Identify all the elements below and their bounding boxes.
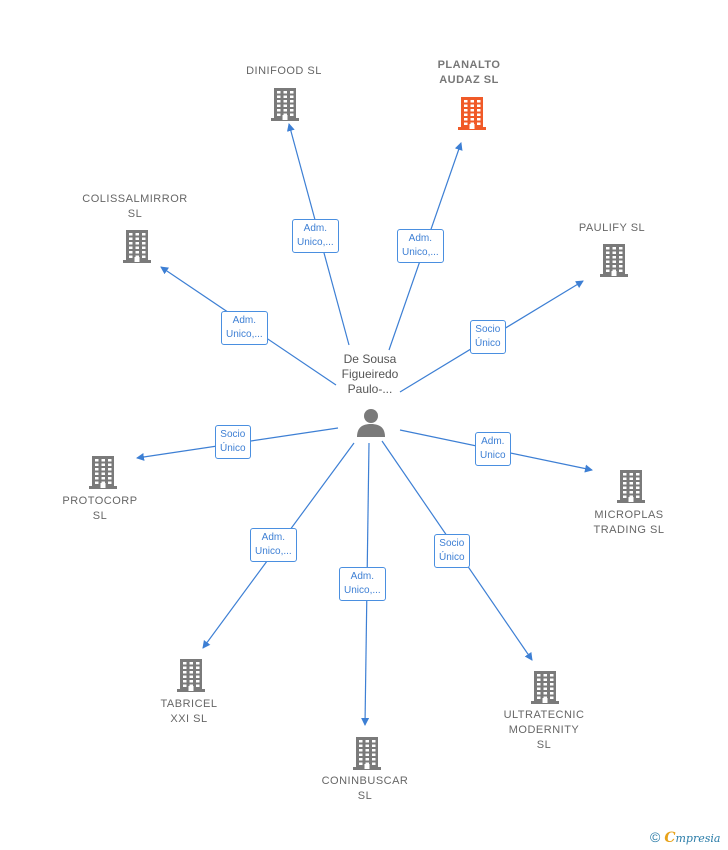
brand-name: mpresia	[675, 832, 721, 845]
company-label-colissalmirror[interactable]: COLISSALMIRROR SL	[82, 193, 188, 220]
edge-label-dinifood[interactable]: Adm. Unico,...	[292, 219, 339, 253]
person-icon[interactable]	[355, 406, 387, 438]
company-label-ultratecnic[interactable]: ULTRATECNIC MODERNITY SL	[503, 709, 585, 751]
company-building-icon-colissalmirror[interactable]	[121, 228, 153, 264]
company-label-planalto[interactable]: PLANALTO AUDAZ SL	[437, 59, 501, 86]
company-label-protocorp[interactable]: PROTOCORP SL	[62, 495, 138, 522]
brand-footer: ©Cmpresia	[650, 829, 720, 846]
company-label-microplas[interactable]: MICROPLAS TRADING SL	[593, 509, 665, 536]
edge-label-ultratecnic[interactable]: Socio Único	[434, 534, 470, 568]
company-building-icon-planalto[interactable]	[456, 95, 488, 131]
brand-initial: C	[664, 830, 676, 846]
edge-label-microplas[interactable]: Adm. Unico	[475, 432, 511, 466]
edge-label-planalto[interactable]: Adm. Unico,...	[397, 229, 444, 263]
company-building-icon-paulify[interactable]	[598, 242, 630, 278]
edge-label-coninbuscar[interactable]: Adm. Unico,...	[339, 567, 386, 601]
edge-label-protocorp[interactable]: Socio Único	[215, 425, 251, 459]
company-building-icon-microplas[interactable]	[615, 468, 647, 504]
company-building-icon-ultratecnic[interactable]	[529, 669, 561, 705]
edge-label-paulify[interactable]: Socio Único	[470, 320, 506, 354]
company-building-icon-dinifood[interactable]	[269, 86, 301, 122]
company-label-paulify[interactable]: PAULIFY SL	[578, 222, 646, 234]
company-label-coninbuscar[interactable]: CONINBUSCAR SL	[321, 775, 409, 802]
company-label-dinifood[interactable]: DINIFOOD SL	[246, 65, 322, 77]
company-label-tabricel[interactable]: TABRICEL XXI SL	[160, 698, 218, 725]
copyright-icon: ©	[650, 829, 661, 845]
edge-label-tabricel[interactable]: Adm. Unico,...	[250, 528, 297, 562]
company-building-icon-protocorp[interactable]	[87, 454, 119, 490]
edge-label-colissalmirror[interactable]: Adm. Unico,...	[221, 311, 268, 345]
company-building-icon-coninbuscar[interactable]	[351, 735, 383, 771]
person-name[interactable]: De Sousa Figueiredo Paulo-...	[341, 352, 399, 396]
company-building-icon-tabricel[interactable]	[175, 657, 207, 693]
